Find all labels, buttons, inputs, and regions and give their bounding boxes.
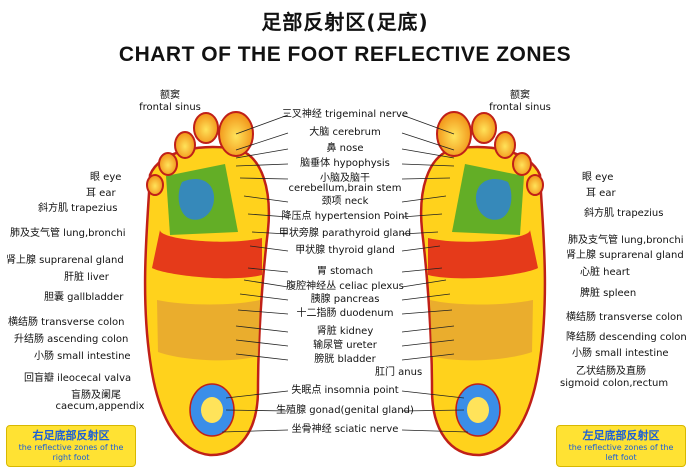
label-frontal-sinus-right-en: frontal sinus — [475, 102, 565, 114]
label-eye-right: 眼 eye — [582, 172, 613, 184]
label-ear-left: 耳 ear — [86, 188, 116, 200]
label-ureter: 输尿管 ureter — [268, 340, 422, 352]
right-foot-caption-box: 右足底部反射区 the reflective zones of the righ… — [6, 425, 136, 467]
label-neck: 颈项 neck — [268, 196, 422, 208]
left-foot-caption-box: 左足底部反射区 the reflective zones of the left… — [556, 425, 686, 467]
label-suprarenal-right: 肾上腺 suprarenal gland — [566, 250, 684, 262]
label-gallbladder: 胆囊 gallbladder — [44, 292, 123, 304]
label-parathyroid-gland: 甲状旁腺 parathyroid gland — [268, 228, 422, 240]
label-anus: 肛门 anus — [375, 367, 422, 379]
label-duodenum: 十二指肠 duodenum — [268, 308, 422, 320]
label-sigmoid-colon-en: sigmoid colon,rectum — [560, 378, 668, 390]
label-lung-right: 肺及支气管 lung,bronchi — [568, 235, 683, 247]
label-ascending-colon: 升结肠 ascending colon — [14, 334, 128, 346]
label-sigmoid-colon-cn: 乙状结肠及直肠 — [576, 366, 646, 378]
label-celiac-plexus: 腹腔神经丛 celiac plexus — [268, 281, 422, 293]
label-nose: 鼻 nose — [268, 143, 422, 155]
label-trapezius-right: 斜方肌 trapezius — [584, 208, 663, 220]
label-trapezius-left: 斜方肌 trapezius — [38, 203, 117, 215]
left-foot-caption-cn: 左足底部反射区 — [559, 429, 683, 443]
label-eye-left: 眼 eye — [90, 172, 121, 184]
label-liver: 肝脏 liver — [64, 272, 109, 284]
label-transverse-colon-left: 横结肠 transverse colon — [8, 317, 124, 329]
label-heart: 心脏 heart — [580, 267, 630, 279]
label-stomach: 胃 stomach — [268, 266, 422, 278]
label-frontal-sinus-left-cn: 额窦 — [140, 90, 200, 102]
label-frontal-sinus-left-en: frontal sinus — [125, 102, 215, 114]
label-insomnia-point: 失眠点 insomnia point — [268, 385, 422, 397]
label-gonad: 生殖腺 gonad(genital gland) — [268, 405, 422, 417]
label-bladder: 膀胱 bladder — [268, 354, 422, 366]
label-small-intestine-left: 小肠 small intestine — [34, 351, 131, 363]
right-foot-caption-cn: 右足底部反射区 — [9, 429, 133, 443]
label-hypophysis: 脑垂体 hypophysis — [268, 158, 422, 170]
label-thyroid-gland: 甲状腺 thyroid gland — [268, 245, 422, 257]
right-foot-caption-en2: right foot — [9, 453, 133, 463]
label-caecum-en: caecum,appendix — [50, 401, 150, 413]
label-kidney: 肾脏 kidney — [268, 326, 422, 338]
label-cerebrum: 大脑 cerebrum — [268, 127, 422, 139]
label-transverse-colon-right: 横结肠 transverse colon — [566, 312, 682, 324]
label-spleen: 脾脏 spleen — [580, 288, 636, 300]
label-frontal-sinus-right-cn: 额窦 — [490, 90, 550, 102]
left-foot-caption-en2: left foot — [559, 453, 683, 463]
label-small-intestine-right: 小肠 small intestine — [572, 348, 669, 360]
label-cerebellum-en: cerebellum,brain stem — [268, 183, 422, 195]
label-suprarenal-left: 肾上腺 suprarenal gland — [6, 255, 124, 267]
label-ear-right: 耳 ear — [586, 188, 616, 200]
label-descending-colon: 降结肠 descending colon — [566, 332, 687, 344]
right-foot-sole — [145, 112, 269, 455]
left-foot-sole — [421, 112, 545, 455]
label-ileocecal-valva: 回盲瓣 ileocecal valva — [24, 373, 131, 385]
label-pancreas: 胰腺 pancreas — [268, 294, 422, 306]
label-sciatic-nerve: 坐骨神经 sciatic nerve — [268, 424, 422, 436]
label-trigeminal-nerve: 三叉神经 trigeminal nerve — [268, 109, 422, 121]
label-hypertension-point: 降压点 hypertension Point — [268, 211, 422, 223]
left-foot-caption-en1: the reflective zones of the — [559, 443, 683, 453]
label-lung-left: 肺及支气管 lung,bronchi — [10, 228, 125, 240]
right-foot-caption-en1: the reflective zones of the — [9, 443, 133, 453]
